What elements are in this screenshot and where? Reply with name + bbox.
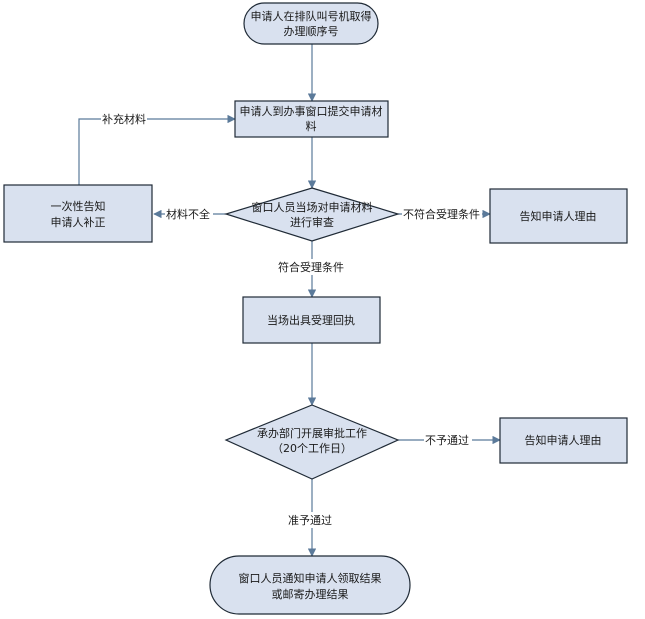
svg-text:符合受理条件: 符合受理条件 — [278, 260, 344, 274]
node-review: 窗口人员当场对申请材料 进行审查 — [223, 187, 401, 242]
node-start-line-1: 申请人在排队叫号机取得 — [251, 9, 372, 23]
node-receipt: 当场出具受理回执 — [242, 296, 381, 344]
node-submit: 申请人到办事窗口提交申请材 料 — [234, 100, 389, 138]
node-notify-supplement: 一次性告知 申请人补正 — [3, 184, 153, 243]
node-reject-reason-1: 告知申请人理由 — [489, 188, 628, 244]
edge-label-supplement: 补充材料 — [101, 111, 147, 127]
svg-text:不符合受理条件: 不符合受理条件 — [403, 207, 480, 221]
node-reject-reason-2-line-1: 告知申请人理由 — [525, 433, 602, 447]
node-approval-line-1: 承办部门开展审批工作 — [257, 426, 367, 440]
node-review-line-2: 进行审查 — [290, 215, 334, 229]
node-reject-reason-2: 告知申请人理由 — [499, 417, 628, 464]
edge-label-not-approved: 不予通过 — [424, 432, 472, 448]
edge-label-incomplete: 材料不全 — [165, 206, 213, 222]
node-end: 窗口人员通知申请人领取结果 或邮寄办理结果 — [209, 555, 411, 615]
svg-text:准予通过: 准予通过 — [288, 514, 332, 527]
edge-label-not-qualified: 不符合受理条件 — [402, 206, 482, 222]
node-start: 申请人在排队叫号机取得 办理顺序号 — [243, 2, 379, 45]
node-notify-supplement-line-1: 一次性告知 — [51, 199, 106, 213]
svg-text:补充材料: 补充材料 — [102, 112, 146, 126]
node-review-line-1: 窗口人员当场对申请材料 — [252, 200, 373, 214]
node-notify-supplement-line-2: 申请人补正 — [51, 216, 106, 229]
edge-label-approved: 准予通过 — [287, 512, 335, 528]
node-submit-line-2: 料 — [306, 119, 317, 133]
node-start-line-2: 办理顺序号 — [284, 24, 339, 38]
node-receipt-line-1: 当场出具受理回执 — [267, 313, 355, 327]
edge-notify-to-submit — [78, 114, 236, 185]
node-end-line-2: 或邮寄办理结果 — [272, 587, 349, 601]
node-reject-reason-1-line-1: 告知申请人理由 — [520, 209, 597, 223]
node-end-line-1: 窗口人员通知申请人领取结果 — [239, 571, 382, 585]
edge-label-qualified: 符合受理条件 — [277, 259, 349, 275]
svg-text:材料不全: 材料不全 — [166, 207, 210, 221]
node-approval: 承办部门开展审批工作 （20个工作日） — [224, 404, 400, 480]
node-approval-line-2: （20个工作日） — [272, 442, 352, 455]
node-submit-line-1: 申请人到办事窗口提交申请材 — [240, 104, 383, 118]
svg-text:不予通过: 不予通过 — [425, 434, 469, 447]
